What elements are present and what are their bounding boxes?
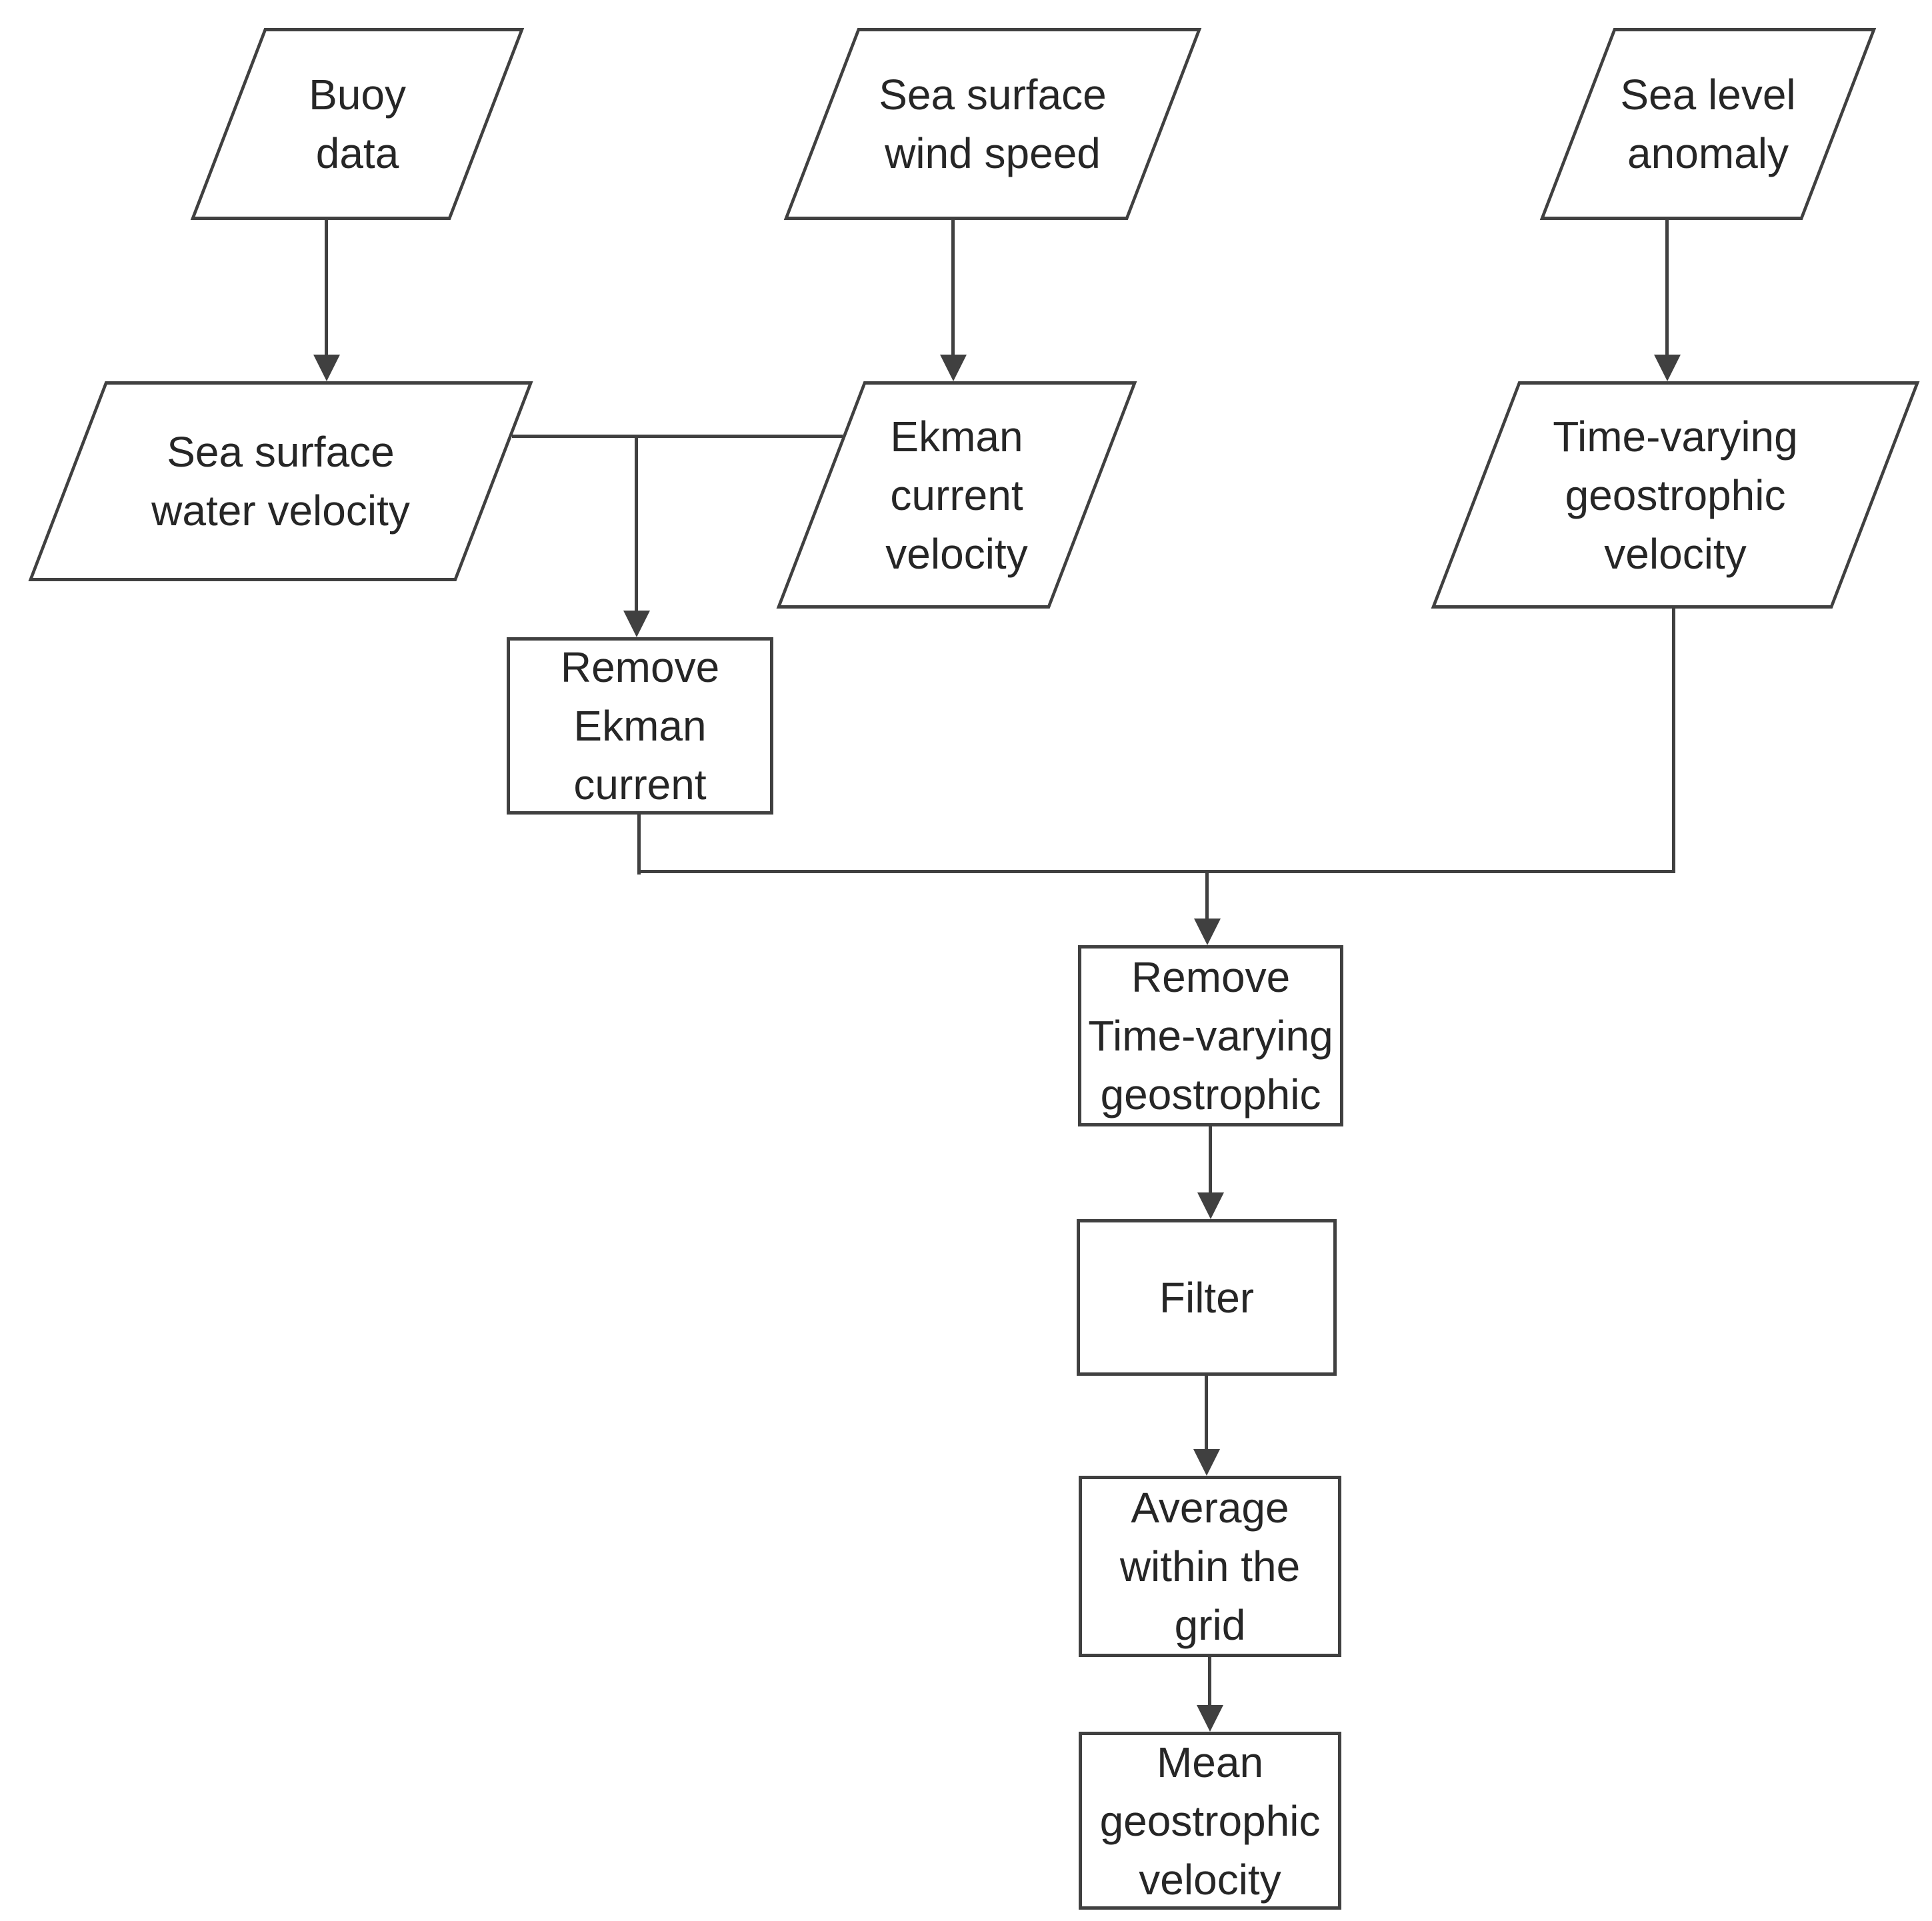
node-label-line: Time-varying bbox=[1088, 1012, 1333, 1060]
node-time-varying-geostrophic-velocity: Time-varying geostrophic velocity bbox=[1431, 381, 1920, 609]
edge-buoy-to-water-velocity-arrowhead bbox=[313, 355, 340, 381]
process-box-shape bbox=[1079, 1732, 1341, 1910]
node-label-line: wind speed bbox=[885, 129, 1101, 177]
node-label: Ekman current velocity bbox=[885, 407, 1027, 583]
node-label: Buoy data bbox=[309, 65, 406, 183]
node-label-line: water velocity bbox=[151, 487, 410, 535]
edge-to-remove-ekman-line bbox=[635, 435, 638, 612]
node-ekman-current-velocity: Ekman current velocity bbox=[776, 381, 1137, 609]
node-label-line: velocity bbox=[885, 529, 1028, 578]
node-label-line: Sea surface bbox=[879, 71, 1107, 119]
node-label-line: Ekman bbox=[890, 412, 1023, 461]
node-label: Sea surface wind speed bbox=[879, 65, 1107, 183]
node-label: Remove Time-varying geostrophic bbox=[1088, 948, 1333, 1124]
node-label-line: within the bbox=[1119, 1542, 1301, 1590]
edge-filter-to-average-arrowhead bbox=[1193, 1449, 1220, 1476]
edge-average-to-mean-line bbox=[1208, 1657, 1211, 1706]
node-label-line: grid bbox=[1174, 1601, 1246, 1649]
node-label: Mean geostrophic velocity bbox=[1100, 1733, 1321, 1909]
node-label-line: geostrophic bbox=[1565, 471, 1786, 519]
node-label-line: Remove bbox=[1131, 953, 1291, 1001]
edge-remove-tvg-to-filter-arrowhead bbox=[1197, 1192, 1224, 1219]
node-buoy-data: Buoy data bbox=[190, 28, 525, 220]
node-filter: Filter bbox=[1077, 1219, 1337, 1376]
node-label-line: current bbox=[573, 761, 707, 809]
edge-average-to-mean-arrowhead bbox=[1197, 1705, 1223, 1732]
node-label-line: anomaly bbox=[1627, 129, 1789, 177]
connector-water-velocity-to-ekman-velocity-line bbox=[512, 435, 843, 438]
node-sea-level-anomaly: Sea level anomaly bbox=[1539, 28, 1877, 220]
edge-tvg-velocity-to-junction-line bbox=[1672, 607, 1675, 873]
node-label: Remove Ekman current bbox=[561, 638, 719, 814]
edge-remove-ekman-to-junction-line bbox=[637, 815, 641, 875]
node-label-line: Ekman bbox=[573, 702, 707, 750]
edge-wind-speed-to-ekman-velocity-line bbox=[951, 220, 955, 356]
edge-buoy-to-water-velocity-line bbox=[325, 220, 328, 356]
node-label-line: geostrophic bbox=[1099, 1796, 1321, 1845]
node-mean-geostrophic-velocity: Mean geostrophic velocity bbox=[1079, 1732, 1341, 1910]
edge-junction-to-remove-tvg-line bbox=[1205, 870, 1209, 920]
node-label-line: geostrophic bbox=[1100, 1070, 1321, 1118]
node-label-line: data bbox=[315, 129, 399, 177]
node-label: Filter bbox=[1159, 1268, 1254, 1327]
node-label-line: Time-varying bbox=[1553, 412, 1798, 461]
edge-wind-speed-to-ekman-velocity-arrowhead bbox=[940, 355, 967, 381]
node-remove-time-varying-geostrophic: Remove Time-varying geostrophic bbox=[1078, 945, 1343, 1126]
process-box-shape bbox=[507, 637, 773, 815]
node-sea-surface-water-velocity: Sea surface water velocity bbox=[28, 381, 533, 581]
node-label: Sea level anomaly bbox=[1620, 65, 1795, 183]
node-sea-surface-wind-speed: Sea surface wind speed bbox=[783, 28, 1202, 220]
junction-horizontal-line bbox=[637, 870, 1675, 873]
node-label-line: Average bbox=[1131, 1484, 1289, 1532]
node-label: Time-varying geostrophic velocity bbox=[1553, 407, 1797, 583]
node-label-line: Sea surface bbox=[167, 428, 395, 476]
edge-sea-level-anomaly-to-tvg-velocity-line bbox=[1665, 220, 1669, 356]
edge-sea-level-anomaly-to-tvg-velocity-arrowhead bbox=[1654, 355, 1681, 381]
node-label-line: Mean bbox=[1156, 1738, 1264, 1786]
node-label-line: Remove bbox=[560, 643, 720, 691]
node-average-within-the-grid: Average within the grid bbox=[1079, 1476, 1341, 1657]
process-box-shape bbox=[1077, 1219, 1337, 1376]
node-label: Average within the grid bbox=[1120, 1478, 1300, 1654]
edge-remove-tvg-to-filter-line bbox=[1209, 1126, 1212, 1194]
process-box-shape bbox=[1079, 1476, 1341, 1657]
node-label: Sea surface water velocity bbox=[151, 423, 410, 540]
node-label-line: velocity bbox=[1139, 1855, 1281, 1904]
node-remove-ekman-current: Remove Ekman current bbox=[507, 637, 773, 815]
node-label-line: Filter bbox=[1159, 1273, 1255, 1322]
node-label-line: Sea level bbox=[1620, 71, 1796, 119]
edge-junction-to-remove-tvg-arrowhead bbox=[1194, 919, 1221, 945]
process-box-shape bbox=[1078, 945, 1343, 1126]
node-label-line: current bbox=[890, 471, 1023, 519]
edge-to-remove-ekman-arrowhead bbox=[623, 611, 650, 637]
edge-filter-to-average-line bbox=[1205, 1376, 1208, 1450]
node-label-line: Buoy bbox=[309, 71, 406, 119]
node-label-line: velocity bbox=[1604, 529, 1747, 578]
